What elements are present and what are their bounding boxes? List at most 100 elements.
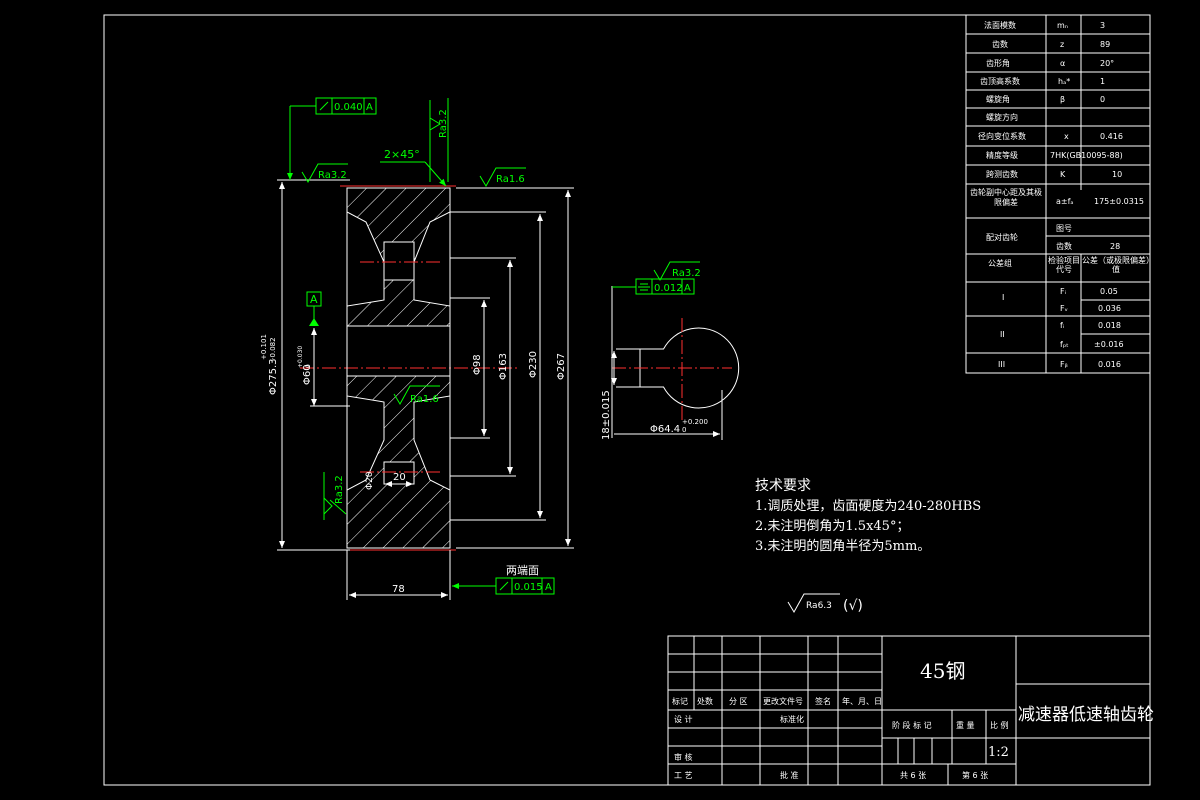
roughness-symbol-ra16-mid: Ra1.6: [393, 385, 440, 405]
tb-header: 分 区: [729, 697, 748, 706]
param-sym: α: [1060, 59, 1065, 68]
svg-text:Ra3.2: Ra3.2: [438, 109, 449, 138]
tol-val: 0.018: [1098, 321, 1121, 330]
param-val: 1: [1100, 77, 1105, 86]
tb-design: 设 计: [674, 714, 693, 724]
param-val: 7HK(GB10095-88): [1050, 151, 1123, 160]
param-table: [965, 14, 1151, 374]
tol-check-label: 检验项目代号: [1048, 256, 1080, 274]
tech-req-item-2: 2.未注明倒角为1.5x45°；: [755, 519, 909, 534]
tol-group-id: III: [998, 360, 1005, 369]
param-sym: β: [1060, 95, 1065, 104]
param-sym: K: [1060, 170, 1066, 179]
roughness-symbol-ra16-top: Ra1.6: [479, 167, 526, 187]
param-val: 89: [1100, 40, 1110, 49]
param-val: 3: [1100, 21, 1105, 30]
dim-width: 78: [392, 584, 405, 595]
tol-sym: Fᵦ: [1060, 360, 1068, 369]
drawing-frame: [103, 14, 1151, 786]
gear-section-view: [300, 185, 520, 551]
dim-bore-tol-lower: 0: [305, 364, 312, 368]
dim-od-tol-lower: -0.082: [269, 337, 277, 360]
mate-sub2: 齿数: [1056, 241, 1072, 251]
param-sym: z: [1060, 40, 1064, 49]
param-name: 齿顶高系数: [980, 76, 1020, 86]
svg-text:两端面: 两端面: [506, 564, 539, 577]
title-part-name: 减速器低速轴齿轮: [1018, 705, 1154, 725]
dim-bore: Φ60: [302, 364, 313, 385]
svg-text:(√): (√): [843, 598, 863, 614]
svg-text:Ra3.2: Ra3.2: [672, 268, 701, 279]
dim-hole: Φ20: [365, 471, 375, 490]
tb-process: 工 艺: [674, 771, 693, 780]
tb-stage: 阶 段 标 记: [892, 720, 932, 730]
dim-d98: Φ98: [472, 354, 483, 375]
dim-keyway-depth-tol-lower: 0: [682, 426, 686, 434]
param-name: 齿形角: [986, 58, 1010, 68]
tb-weight: 重 量: [956, 720, 975, 730]
mate-val2: 28: [1110, 242, 1120, 251]
tb-standard: 标准化: [780, 714, 804, 724]
tol-sym: fᵢ: [1060, 321, 1064, 330]
tb-header: 更改文件号: [763, 696, 803, 706]
svg-text:A: A: [684, 283, 691, 294]
param-name: 法面模数: [984, 20, 1016, 30]
param-val: 20°: [1100, 59, 1114, 68]
title-scale: 1:2: [988, 745, 1009, 760]
svg-text:0.040: 0.040: [334, 102, 363, 113]
param-val: 175±0.0315: [1094, 197, 1144, 206]
dim-keyway-depth: Φ64.4: [650, 424, 680, 435]
svg-text:Ra3.2: Ra3.2: [334, 475, 345, 504]
tb-header: 年、月、日: [842, 696, 882, 706]
param-name: 跨测齿数: [986, 169, 1018, 179]
param-center-distance-name: 齿轮副中心距及其极限偏差: [970, 188, 1042, 207]
dim-d230: Φ230: [528, 351, 539, 378]
mate-sub1: 图号: [1056, 224, 1072, 233]
tb-header: 签名: [815, 696, 831, 706]
svg-text:A: A: [310, 293, 318, 306]
param-val: 0.416: [1100, 132, 1123, 141]
tb-header: 标记: [672, 696, 688, 706]
tb-ratio: 比 例: [990, 720, 1009, 730]
tol-sym: fₚₜ: [1060, 340, 1069, 349]
geo-tolerance-bottom: 两端面 0.015 A: [452, 564, 555, 595]
param-sym: hₐ*: [1058, 77, 1070, 86]
general-roughness: Ra6.3 (√): [787, 593, 863, 614]
tol-val: 0.05: [1100, 287, 1118, 296]
dim-keyway-depth-tol: +0.200: [682, 418, 708, 426]
tb-review: 审 核: [674, 752, 693, 762]
tol-val: 0.036: [1098, 304, 1121, 313]
title-material: 45钢: [920, 659, 965, 683]
tol-sym: Fᵥ: [1060, 304, 1068, 313]
param-name: 精度等级: [986, 150, 1018, 160]
param-name: 径向变位系数: [978, 131, 1026, 141]
geo-tolerance-section: Ra3.2 0.012 A: [612, 261, 701, 295]
mate-label: 配对齿轮: [986, 232, 1018, 242]
param-name: 齿数: [992, 39, 1008, 49]
svg-text:Ra6.3: Ra6.3: [806, 601, 832, 611]
param-sym: mₙ: [1057, 21, 1068, 30]
svg-text:0.012: 0.012: [654, 283, 683, 294]
dim-keyway-width: 18±0.015: [601, 390, 612, 440]
param-sym: a±fₐ: [1056, 197, 1074, 206]
roughness-symbol-bottom: Ra3.2: [323, 472, 347, 520]
tol-group-label: 公差组: [988, 258, 1012, 268]
tol-group-id: II: [1000, 330, 1005, 339]
tb-sheets-total: 共 6 张: [900, 771, 926, 780]
dim-od: Φ275.3: [268, 359, 279, 396]
param-val: 0: [1100, 95, 1105, 104]
dim-chamfer: 2×45°: [384, 148, 420, 161]
dim-od-tol-upper: +0.101: [260, 334, 268, 360]
svg-text:A: A: [366, 102, 373, 113]
svg-text:A: A: [545, 582, 552, 593]
tech-req-item-1: 1.调质处理，齿面硬度为240-280HBS: [755, 498, 981, 514]
tech-req-heading: 技术要求: [755, 478, 811, 494]
tol-val: 0.016: [1098, 360, 1121, 369]
dim-bore-tol-upper: +0.030: [297, 346, 304, 368]
keyway-section: [611, 286, 740, 440]
svg-text:0.015: 0.015: [514, 582, 543, 593]
svg-text:Ra1.6: Ra1.6: [496, 174, 525, 185]
tol-group-id: I: [1002, 293, 1004, 302]
svg-text:Ra1.6: Ra1.6: [410, 394, 439, 405]
tech-req-item-3: 3.未注明的圆角半径为5mm。: [755, 538, 930, 554]
